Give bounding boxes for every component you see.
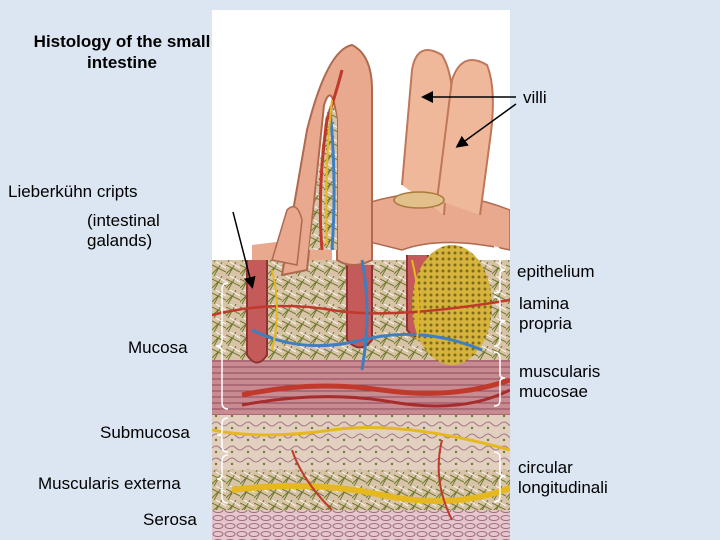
small-intestine-wall-illustration [212,10,510,540]
label-mucosa: Mucosa [128,338,188,357]
crypt-arrow [232,211,256,289]
label-submucosa: Submucosa [100,423,190,442]
mucosa-brace [215,282,229,410]
submucosa-brace [216,417,229,453]
label-villi: villi [523,88,547,107]
label-epithelium: epithelium [517,262,595,281]
label-muscularis-mucosae: muscularis mucosae [519,362,601,401]
circular-longitudinal-brace [493,451,506,503]
lamina-propria-brace [493,296,506,347]
slide-title: Histology of the small intestine [33,32,211,72]
muscularis-externa-brace [216,454,229,504]
label-circular-longitudinal: circular longitudinali [518,458,608,497]
villi-arrow-back [455,103,517,148]
label-serosa: Serosa [143,510,197,529]
villi-arrows [421,91,517,148]
label-lamina-propria: lamina propria [519,294,572,333]
muscularis-mucosae-brace [493,351,506,407]
label-lieberkuhn-crypts: Lieberkühn cripts [8,182,138,201]
epithelium-brace [493,246,506,294]
label-muscularis-externa: Muscularis externa [38,474,181,493]
label-intestinal-glands: (intestinal galands) [87,211,160,250]
